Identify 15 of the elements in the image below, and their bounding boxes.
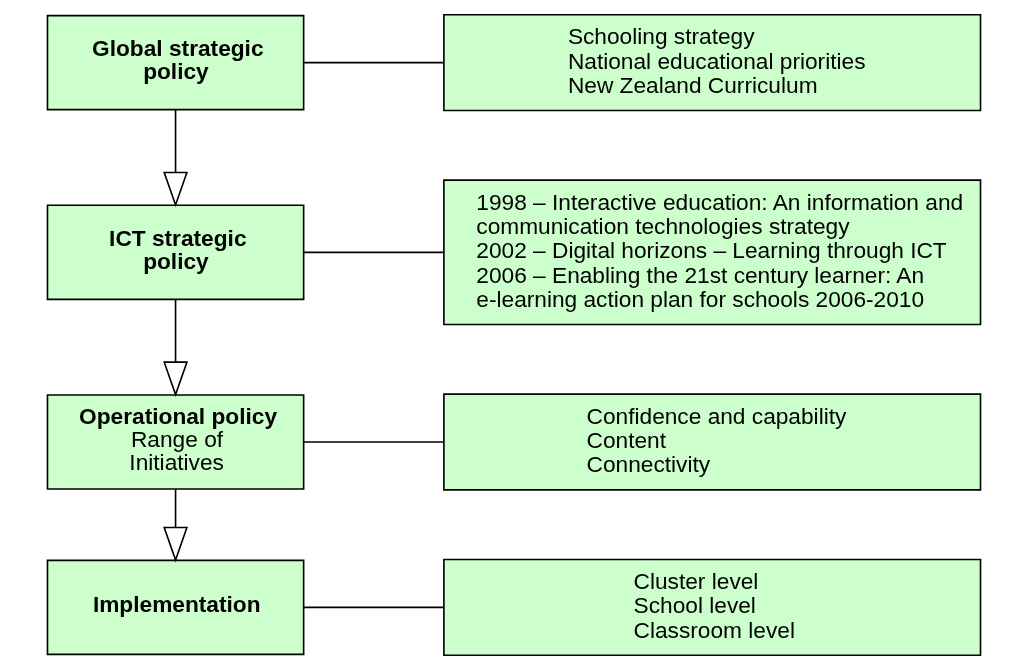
node-box: ICT strategic policy [46,204,304,301]
connector [302,251,444,254]
arrow [162,488,188,563]
node-box: Schooling strategy National educational priorities New Zealand Curriculum [442,14,981,112]
node-box: Confidence and capability Content Connectivity [442,393,981,491]
node-box: 1998 – Interactive education: An information and communication technologies strategy 2002 – Digital horizons – Learning through ICT 2006 – Enabling the 21st century learner: An e-learning action plan for schools 2006-2010 [442,179,981,326]
node-box: Cluster level School level Classroom level [442,558,981,656]
connector [302,441,444,443]
connector [302,61,444,64]
arrow [162,298,188,398]
node-box: Operational policy Range of Initiatives [46,394,304,490]
node-box: Global strategic policy [46,14,304,111]
arrow [162,109,188,208]
node-box: Implementation [46,559,304,656]
connector [302,606,444,609]
